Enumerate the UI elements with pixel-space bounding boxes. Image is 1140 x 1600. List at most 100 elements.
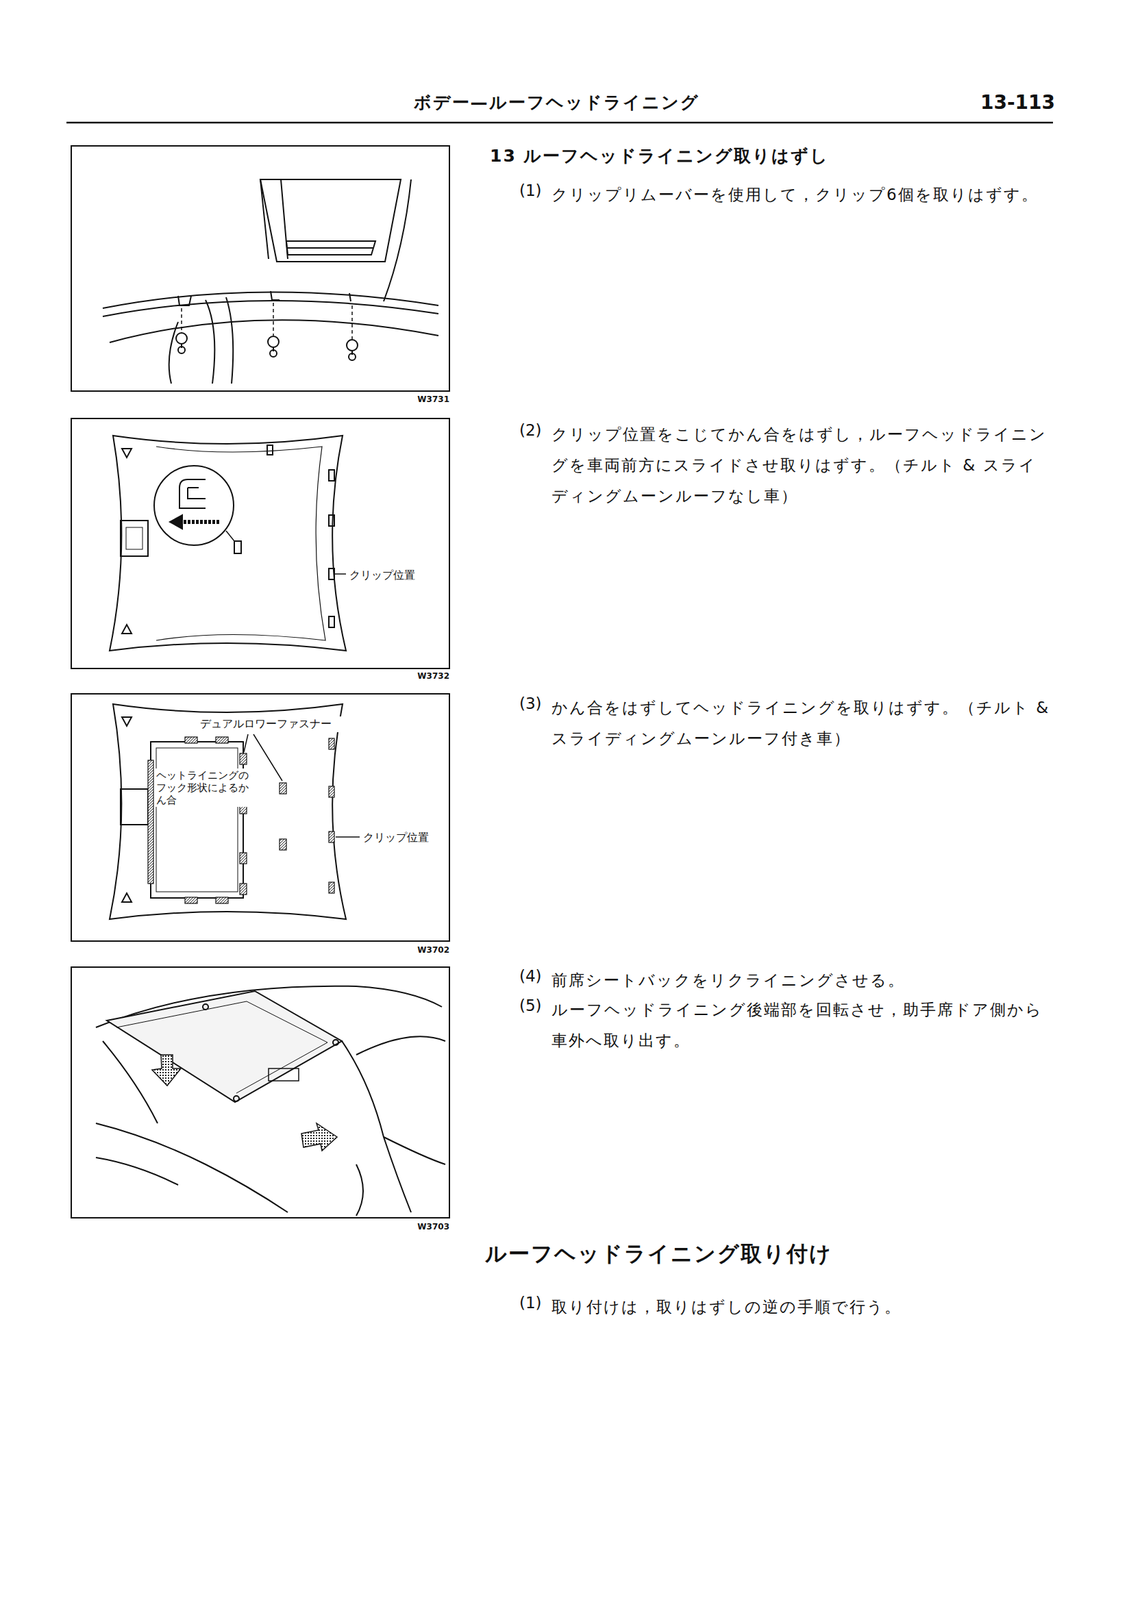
step-number: (3) — [519, 694, 550, 715]
figure-headliner-plain — [71, 418, 450, 669]
figure-clip-removal-part — [269, 350, 277, 357]
figure-removal-perspective-part — [332, 1039, 339, 1046]
step-text: かん合をはずしてヘッドライニングを取りはずす。（チルト & スライディングムーン… — [551, 692, 1052, 755]
figure-headliner-moonroof-part-part — [328, 786, 335, 798]
figure-removal-perspective-part — [116, 1001, 328, 1094]
figure-clip-removal-part — [349, 293, 351, 302]
figure-headliner-plain-part — [179, 479, 206, 509]
figure-removal-perspective-part — [356, 1164, 364, 1217]
figure-clip-removal-part — [346, 339, 358, 351]
step-text: ルーフヘッドライニング後端部を回転させ，助手席ドア側から車外へ取り出す。 — [551, 994, 1052, 1057]
figure-clip-removal-part — [169, 321, 179, 384]
figure-clip-removal-part — [270, 291, 280, 301]
figure-code: W3702 — [380, 945, 450, 957]
figure-clip-removal-part — [176, 332, 188, 344]
figure-removal-perspective-part — [152, 1055, 181, 1086]
figure-removal-perspective-part — [233, 1096, 240, 1102]
figure-removal-perspective-part — [71, 967, 450, 1219]
figure-code: W3732 — [380, 671, 450, 683]
figure-headliner-plain-part — [154, 465, 234, 546]
figure-clip-removal-part — [383, 179, 412, 302]
figure-removal-perspective-part — [356, 1036, 446, 1056]
figure-headliner-moonroof-part-part — [239, 852, 247, 864]
figure-clip-removal-part — [181, 302, 353, 340]
figure-headliner-plain-part — [328, 515, 335, 527]
header-rule-part — [66, 121, 1053, 125]
figure-headliner-moonroof-part-part — [279, 783, 287, 795]
figure-clip-removal-part — [286, 241, 376, 255]
figure-code: W3731 — [380, 394, 450, 406]
step-text: 取り付けは，取りはずしの逆の手順で行う。 — [551, 1292, 1052, 1323]
figure-headliner-moonroof-part-part — [328, 738, 335, 750]
section-heading: 13 ルーフヘッドライニング取りはずし — [489, 145, 1052, 168]
figure-removal-perspective-part — [341, 1041, 412, 1213]
figure-clip-removal-part — [71, 145, 450, 392]
figure-headliner-plain-part — [121, 448, 132, 458]
figure-headliner-moonroof-part-part — [279, 839, 287, 851]
figure-clip-removal-part — [260, 179, 401, 262]
figure-headliner-moonroof-part-part — [328, 882, 335, 894]
figure-headliner-moonroof-part — [109, 704, 346, 920]
callout-label: クリップ位置 — [348, 567, 447, 584]
figure-headliner-moonroof-part-part — [147, 760, 154, 884]
figure-headliner-plain-part — [120, 520, 148, 557]
figure-headliner-moonroof-part — [121, 717, 132, 727]
header-rule — [66, 122, 1053, 124]
figure-removal-perspective — [71, 967, 450, 1219]
figure-removal-perspective-part — [383, 1137, 446, 1165]
step-text: クリップ位置をこじてかん合をはずし，ルーフヘッドライニングを車両前方にスライドさ… — [551, 419, 1052, 512]
figure-clip-removal — [71, 145, 450, 392]
figure-clip-removal-part — [102, 300, 439, 317]
figure-headliner-plain-part — [328, 568, 335, 580]
figure-headliner-moonroof-part-part — [215, 897, 229, 904]
page-number: 13-113 — [952, 90, 1056, 116]
step-number: (1) — [519, 1293, 550, 1315]
figure-headliner-plain-part — [178, 519, 220, 525]
step-text: クリップリムーバーを使用して，クリップ6個を取りはずす。 — [551, 179, 1052, 211]
figure-headliner-plain-part — [328, 469, 335, 481]
figure-headliner-moonroof-part-part — [184, 897, 198, 904]
figure-removal-perspective-part — [102, 1041, 158, 1124]
figure-headliner-plain-part — [267, 445, 273, 455]
figure-headliner-plain-part — [334, 573, 346, 575]
figure-headliner-moonroof-part — [147, 737, 335, 904]
figure-clip-removal-part — [287, 247, 374, 249]
figure-headliner-plain-part — [121, 624, 132, 634]
callout-label: ヘットライニングのフック形状によるかん合 — [154, 768, 254, 808]
figure-removal-perspective-part — [268, 1068, 299, 1082]
figure-clip-removal-part — [178, 346, 185, 354]
callout-label: クリップ位置 — [361, 830, 447, 847]
figure-clip-removal-part — [178, 295, 192, 306]
figure-headliner-moonroof-part — [121, 893, 132, 903]
figure-code: W3703 — [380, 1222, 450, 1234]
step-text: 前席シートバックをリクライニングさせる。 — [551, 965, 1052, 997]
step-number: (5) — [519, 996, 550, 1017]
figure-headliner-plain-part — [71, 418, 450, 669]
figure-clip-removal-part — [109, 319, 439, 343]
figure-removal-perspective-part — [202, 1004, 209, 1010]
figure-removal-perspective-part — [95, 1123, 288, 1213]
figure-headliner-moonroof-part — [120, 789, 148, 825]
figure-headliner-moonroof-part — [71, 694, 450, 942]
figure-clip-removal-part — [348, 353, 356, 361]
figure-clip-removal-part — [267, 336, 279, 348]
figure-headliner-plain-part — [234, 541, 242, 554]
figure-headliner-plain-part — [328, 616, 335, 628]
figure-clip-removal-part — [205, 297, 233, 384]
figure-headliner-plain-part — [226, 530, 235, 542]
figure-headliner-moonroof-part-part — [215, 737, 229, 744]
page-header: ボデー—ルーフヘッドライニング — [316, 91, 797, 115]
figure-removal-perspective-part — [301, 1123, 338, 1151]
figure-headliner-plain-part — [126, 527, 143, 550]
section-heading: ルーフヘッドライニング取り付け — [485, 1240, 1047, 1268]
callout-label: デュアルロワーファスナー — [198, 716, 359, 733]
figure-headliner-plain-part — [169, 515, 183, 529]
figure-headliner-moonroof-part — [150, 741, 244, 899]
figure-headliner-plain-part — [109, 435, 346, 651]
figure-headliner-moonroof-part-part — [239, 753, 247, 765]
figure-removal-perspective-part — [106, 991, 342, 1103]
step-number: (1) — [519, 180, 550, 202]
figure-removal-perspective-part — [95, 1157, 179, 1186]
step-number: (4) — [519, 966, 550, 988]
figure-headliner-moonroof-part-part — [239, 883, 247, 895]
